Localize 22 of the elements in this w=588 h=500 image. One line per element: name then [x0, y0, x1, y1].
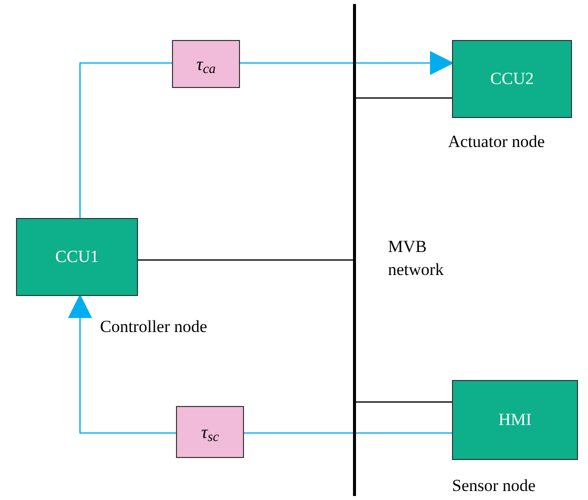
connector-line [356, 97, 452, 99]
node-label: CCU1 [55, 246, 99, 268]
node-caption: Actuator node [448, 131, 546, 153]
node-label: τ$_{sc}$ [201, 420, 219, 446]
node-caption: Controller node [100, 316, 208, 338]
node-caption: MVB network [388, 236, 445, 281]
node-caption: Sensor node [452, 475, 537, 497]
delay-box [172, 40, 240, 88]
node-label: τ$_{ca}$ [196, 52, 216, 78]
arrow [240, 51, 454, 75]
connector-line [244, 432, 452, 434]
node-label: CCU2 [490, 68, 534, 90]
connector-line [356, 401, 452, 403]
bus-line [353, 4, 356, 496]
node-label: HMI [498, 409, 532, 432]
process-box [452, 40, 572, 118]
delay-box [176, 406, 244, 458]
process-box [452, 380, 578, 460]
connector-line [79, 62, 172, 218]
arrow [68, 294, 176, 434]
connector-line [138, 259, 353, 261]
process-box [16, 218, 138, 296]
